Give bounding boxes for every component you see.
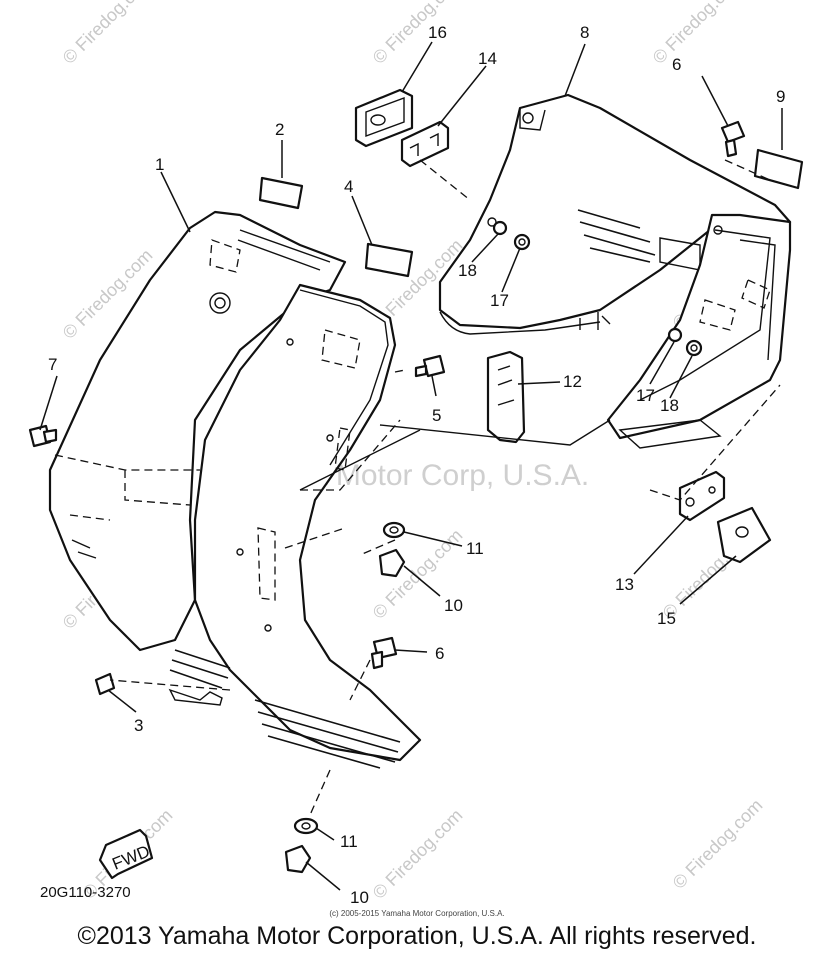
- part-2-label: [258, 176, 304, 210]
- callout-15: 15: [657, 609, 676, 628]
- part-13-bracket: [678, 470, 726, 522]
- callout-11: 11: [340, 832, 358, 851]
- callout-18: 18: [458, 261, 477, 280]
- copyright-notice: ©2013 Yamaha Motor Corporation, U.S.A. A…: [77, 922, 757, 950]
- part-8-rear-cover: [438, 93, 792, 335]
- callout-13: 13: [615, 575, 634, 594]
- callout-6: 6: [435, 644, 444, 663]
- callout-10: 10: [444, 596, 463, 615]
- callouts: 1 2 3 4 5 6 6 7 8 9 10 10 11 11 12 13 14…: [48, 23, 785, 907]
- fwd-arrow: FWD: [98, 828, 154, 880]
- callout-5: 5: [432, 406, 441, 425]
- callout-8: 8: [580, 23, 589, 42]
- callout-1: 1: [155, 155, 164, 174]
- watermark-tile: © Firedog.com: [669, 795, 767, 893]
- part-10-nut-lower: [284, 844, 312, 874]
- assembly-lines: [109, 159, 781, 816]
- watermark-tile: © Firedog.com: [369, 805, 467, 903]
- callout-3: 3: [134, 716, 143, 735]
- callout-7: 7: [48, 355, 57, 374]
- part-right-frame: [606, 213, 792, 449]
- callout-10: 10: [350, 888, 369, 907]
- part-14-bracket: [400, 120, 450, 168]
- callout-18: 18: [660, 396, 679, 415]
- part-5-bolt: [414, 354, 446, 378]
- callout-9: 9: [776, 87, 785, 106]
- part-12-bracket: [486, 350, 526, 444]
- callout-6: 6: [672, 55, 681, 74]
- part-11-washer-lower: [293, 817, 319, 835]
- callout-17: 17: [490, 291, 509, 310]
- part-15-plate: [716, 506, 772, 564]
- callout-11: 11: [466, 539, 484, 558]
- part-center-cover: [168, 283, 422, 769]
- watermark-tile: © Firedog.com: [59, 0, 157, 68]
- callout-4: 4: [344, 177, 353, 196]
- part-11-washer-upper: [382, 521, 406, 539]
- part-4-label: [364, 242, 414, 278]
- part-17-18-fasteners: [492, 220, 703, 357]
- callout-17: 17: [636, 386, 655, 405]
- part-9-label: [753, 148, 804, 190]
- part-6-bolt-top: [720, 120, 746, 158]
- diagram-code: 20G110-3270: [40, 884, 131, 901]
- callout-12: 12: [563, 372, 582, 391]
- part-10-nut-upper: [378, 548, 406, 578]
- part-1-side-cover: [48, 210, 347, 652]
- watermark-tile: © Firedog.com: [369, 0, 467, 68]
- part-6-bolt-lower: [370, 636, 398, 670]
- callout-16: 16: [428, 23, 447, 42]
- part-3-grommet: [94, 672, 116, 696]
- callout-14: 14: [478, 49, 497, 68]
- leader-lines: [39, 41, 783, 891]
- part-16-grommet: [354, 88, 414, 148]
- callout-2: 2: [275, 120, 284, 139]
- small-copyright: (c) 2005-2015 Yamaha Motor Corporation, …: [329, 909, 505, 918]
- watermark-tile: © Firedog.com: [649, 0, 747, 68]
- part-7-bolt: [28, 424, 58, 448]
